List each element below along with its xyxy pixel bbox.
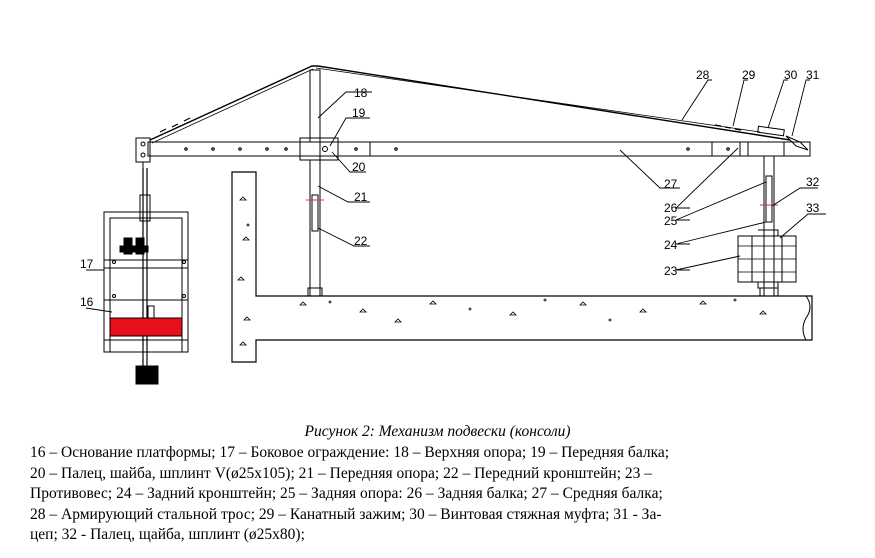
label-17: 17 — [80, 257, 94, 271]
legend-line: цеп; 32 - Палец, щайба, шплинт (ø25х80); — [30, 526, 305, 543]
front-support — [299, 69, 339, 297]
label-33: 33 — [806, 201, 820, 215]
label-29: 29 — [742, 68, 756, 82]
label-20: 20 — [352, 160, 366, 174]
label-27: 27 — [664, 177, 678, 191]
legend-line: 16 – Основание платформы; 17 – Боковое о… — [30, 444, 670, 461]
reinforcing-cable — [149, 65, 809, 151]
label-30: 30 — [784, 68, 798, 82]
suspension-mechanism-diagram: 16 17 18 19 20 21 22 23 24 25 26 27 28 2… — [80, 65, 826, 385]
label-32: 32 — [806, 175, 820, 189]
label-23: 23 — [664, 264, 678, 278]
figure-legend: 16 – Основание платформы; 17 – Боковое о… — [30, 443, 860, 546]
platform — [103, 211, 189, 353]
legend-line: 28 – Армирующий стальной трос; 29 – Кана… — [30, 505, 662, 523]
rear-support — [747, 141, 785, 297]
label-26: 26 — [664, 201, 678, 215]
figure-caption: Рисунок 2: Механизм подвески (консоли) — [304, 423, 571, 440]
label-21: 21 — [354, 190, 368, 204]
concrete-structure — [231, 171, 813, 363]
label-25: 25 — [664, 214, 678, 228]
leader-lines — [85, 79, 826, 313]
label-16: 16 — [80, 295, 94, 309]
front-end-bracket — [135, 137, 151, 168]
label-19: 19 — [352, 106, 366, 120]
label-28: 28 — [696, 68, 710, 82]
main-beam — [147, 141, 811, 157]
legend-line: Противовес; 24 – Задний кронштейн; 25 – … — [30, 485, 663, 502]
label-24: 24 — [664, 238, 678, 252]
label-31: 31 — [806, 68, 820, 82]
legend-line: 20 – Палец, шайба, шплинт V(ø25х105); 21… — [30, 464, 653, 482]
counterweight — [737, 229, 797, 289]
label-18: 18 — [354, 86, 368, 100]
label-22: 22 — [354, 234, 368, 248]
